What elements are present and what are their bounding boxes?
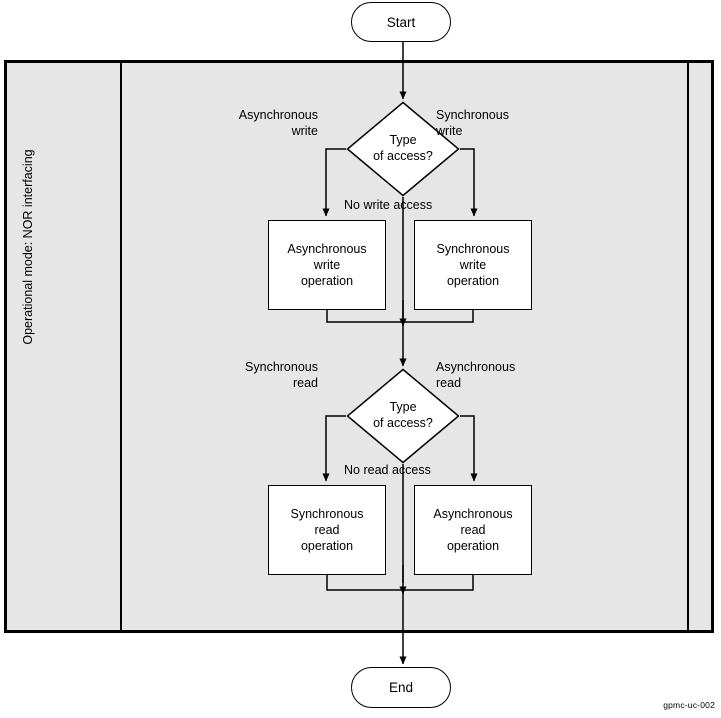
band-label: Operational mode: NOR interfacing [21,149,35,345]
process-async-read-line3: operation [446,539,500,554]
process-sync-write-line2: write [459,257,487,272]
node-end[interactable]: End [351,667,451,708]
edge-label-synchronous-read-line2: read [292,375,318,390]
decision-write-text: Type of access? [346,101,460,197]
edge-label-synchronous-read: Synchronous read [196,360,318,391]
process-async-read-line1: Asynchronous [433,506,513,521]
process-asynchronous-read-operation[interactable]: Asynchronous read operation [414,485,532,575]
process-synchronous-write-operation[interactable]: Synchronous write operation [414,220,532,310]
edge-label-asynchronous-read-line2: read [436,375,462,390]
process-sync-read-line3: operation [300,539,354,554]
edge-label-no-read-access: No read access [344,463,431,477]
edge-label-synchronous-write-line1: Synchronous [436,108,509,122]
decision-read-line2: of access? [373,416,433,430]
process-asynchronous-write-operation[interactable]: Asynchronous write operation [268,220,386,310]
decision-type-of-access-write[interactable]: Type of access? [346,101,460,197]
figure-id-label: gpmc-uc-002 [663,700,715,710]
edge-label-asynchronous-write: Asynchronous write [196,108,318,139]
process-async-write-line2: write [313,257,341,272]
edge-label-synchronous-write: Synchronous write [436,108,596,139]
process-sync-read-line2: read [314,522,340,537]
edge-label-no-write-access: No write access [344,198,433,212]
process-async-read-line2: read [460,522,486,537]
edge-label-asynchronous-read: Asynchronous read [436,360,596,391]
edge-label-asynchronous-write-line1: Asynchronous [238,108,318,122]
process-sync-write-line1: Synchronous [436,241,510,256]
node-end-label: End [388,680,414,695]
edge-label-synchronous-read-line1: Synchronous [245,360,318,374]
band-divider-left [120,60,122,633]
decision-read-line1: Type [389,400,417,415]
edge-label-synchronous-write-line2: write [436,123,463,138]
node-start[interactable]: Start [351,2,451,42]
edge-label-asynchronous-read-line1: Asynchronous [436,360,516,374]
node-start-label: Start [386,14,416,30]
process-async-write-line1: Asynchronous [287,241,367,256]
decision-write-line2: of access? [373,149,433,163]
band-divider-right [687,60,689,633]
decision-write-line1: Type [389,133,417,148]
process-synchronous-read-operation[interactable]: Synchronous read operation [268,485,386,575]
decision-type-of-access-read[interactable]: Type of access? [346,368,460,464]
decision-read-text: Type of access? [346,368,460,464]
process-sync-read-line1: Synchronous [290,506,364,521]
process-async-write-line3: operation [300,274,354,289]
edge-label-asynchronous-write-line2: write [291,123,318,138]
process-sync-write-line3: operation [446,274,500,289]
